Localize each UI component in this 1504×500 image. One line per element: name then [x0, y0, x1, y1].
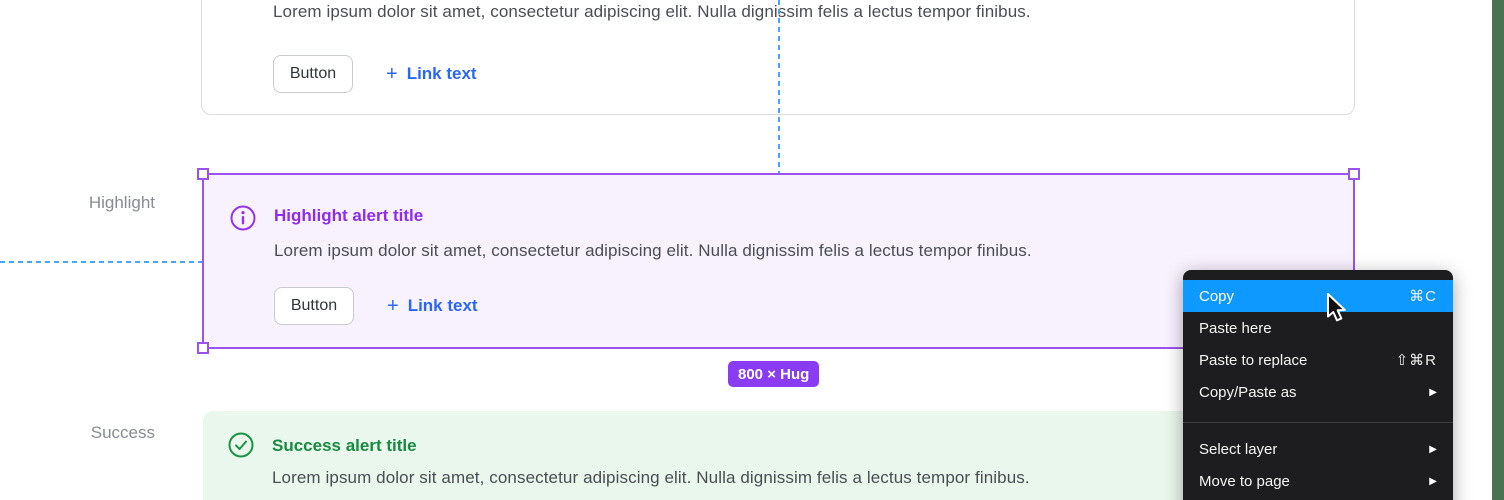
shortcut-copy: ⌘C: [1409, 288, 1437, 305]
alert-link-label: Link text: [407, 296, 478, 315]
alert-button[interactable]: Button: [274, 287, 354, 325]
alert-card-highlight[interactable]: Highlight alert title Lorem ipsum dolor …: [197, 168, 1360, 354]
alert-link[interactable]: + Link text: [387, 296, 478, 316]
menu-item-paste-to-replace[interactable]: Paste to replace ⇧⌘R: [1199, 351, 1437, 370]
selection-handle-top-right[interactable]: [1348, 168, 1360, 180]
menu-item-select-layer[interactable]: Select layer ▶: [1199, 440, 1437, 458]
plus-icon: +: [387, 295, 399, 317]
submenu-arrow-icon: ▶: [1429, 443, 1437, 455]
menu-item-move-to-page[interactable]: Move to page ▶: [1199, 472, 1437, 490]
size-badge: 800 × Hug: [728, 361, 820, 387]
alert-link-label: Link text: [406, 64, 477, 83]
menu-separator: [1183, 422, 1453, 423]
check-circle-icon: [228, 432, 254, 458]
selection-handle-top-left[interactable]: [197, 168, 209, 180]
horizontal-guide-line: [0, 261, 202, 263]
alert-body-text: Lorem ipsum dolor sit amet, consectetur …: [273, 2, 1031, 21]
submenu-arrow-icon: ▶: [1429, 475, 1437, 487]
green-edge-bar: [1492, 0, 1504, 500]
plus-icon: +: [386, 63, 398, 85]
alert-body-text: Lorem ipsum dolor sit amet, consectetur …: [274, 241, 1032, 260]
alert-title: Success alert title: [272, 436, 417, 455]
menu-item-paste-here[interactable]: Paste here: [1199, 319, 1272, 337]
size-badge-label: 800 × Hug: [738, 365, 810, 383]
shortcut-paste-to-replace: ⇧⌘R: [1395, 352, 1437, 369]
menu-item-copy[interactable]: Copy ⌘C: [1183, 280, 1453, 312]
context-menu: Copy ⌘C Paste here Paste to replace ⇧⌘R …: [1183, 270, 1453, 500]
menu-item-copy-paste-as[interactable]: Copy/Paste as ▶: [1199, 383, 1437, 401]
layer-label-success: Success: [90, 423, 155, 442]
info-icon: [230, 205, 256, 231]
cursor-icon: [1327, 293, 1346, 322]
alert-body-text: Lorem ipsum dolor sit amet, consectetur …: [272, 468, 1030, 487]
submenu-arrow-icon: ▶: [1429, 386, 1437, 398]
vertical-guide-line: [778, 0, 780, 173]
alert-link[interactable]: + Link text: [386, 64, 477, 84]
selection-handle-bottom-left[interactable]: [197, 342, 209, 354]
layer-label-highlight: Highlight: [88, 193, 155, 212]
alert-button[interactable]: Button: [273, 55, 353, 93]
alert-title: Highlight alert title: [274, 206, 424, 225]
alert-card-success[interactable]: Success alert title Lorem ipsum dolor si…: [203, 411, 1355, 500]
